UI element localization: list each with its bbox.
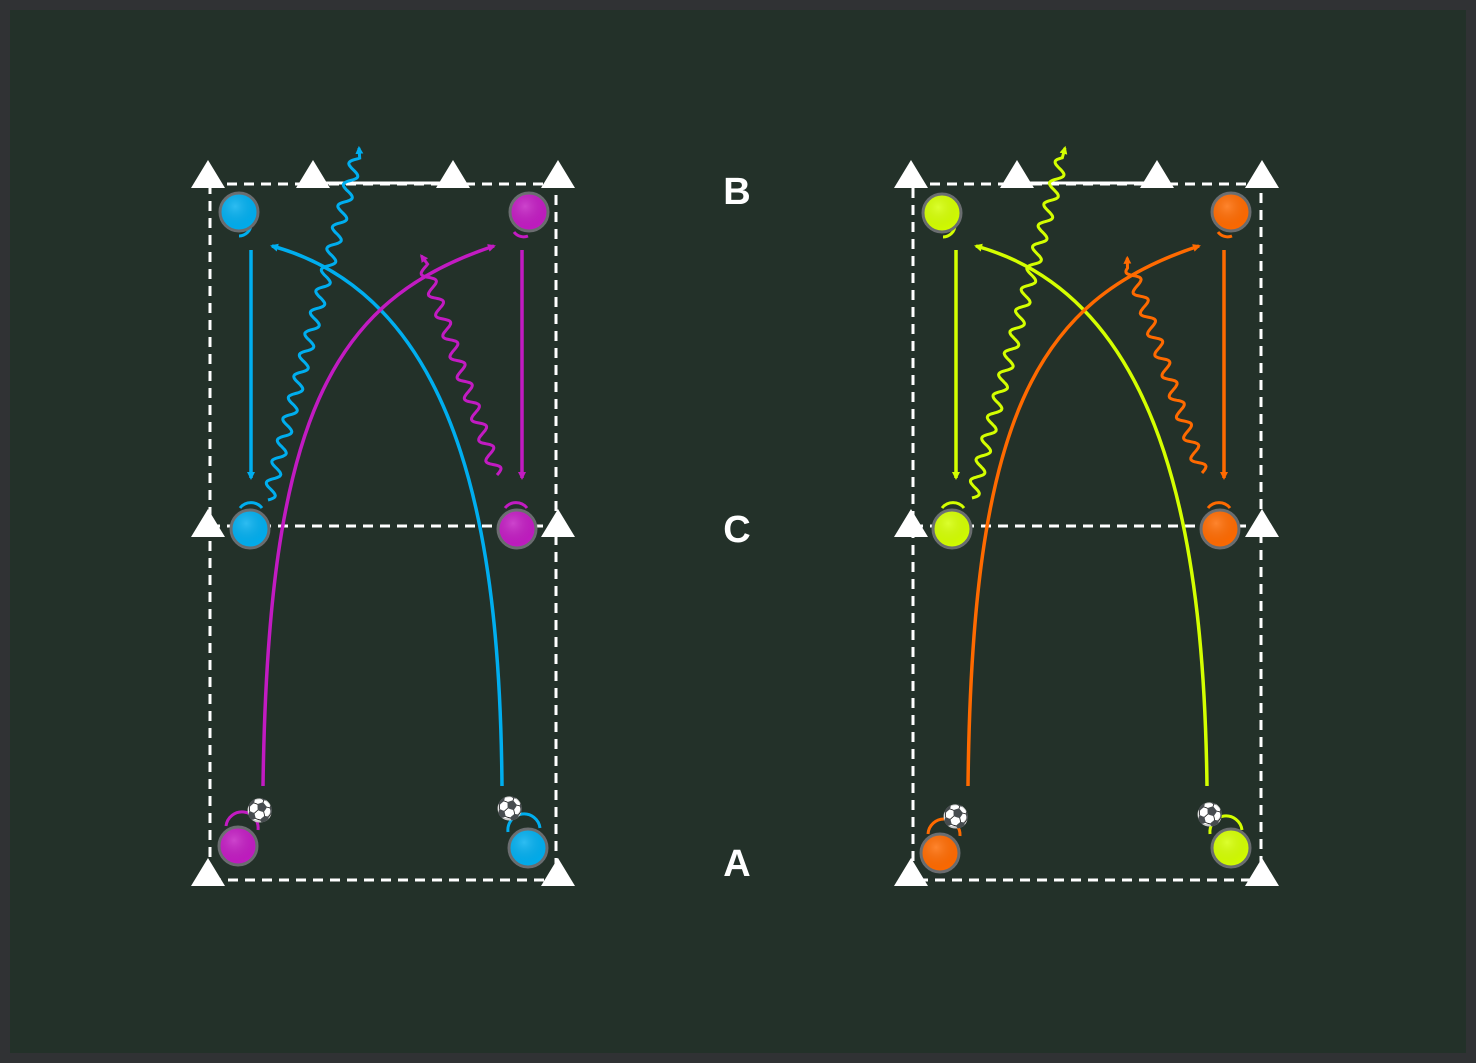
player-icon [1208,814,1252,869]
cone-icon [1245,858,1279,886]
cone-icon [894,858,928,886]
zone-label-a: A [723,843,750,885]
cone-icon [1245,509,1279,537]
cone-icon [191,160,225,188]
lime-pass-arrow [974,243,1209,787]
left-drill: ⚽ ⚽ [191,145,575,886]
magenta-pass-arrow [261,244,496,787]
cyan-dribble-arrow [264,145,364,502]
cone-icon [1245,160,1279,188]
player-icon [217,810,260,867]
cone-icon [894,509,928,537]
player-icon [919,817,962,874]
cone-icon [191,858,225,886]
zone-label-c: C [723,509,750,551]
player-icon [1210,191,1252,239]
cone-icon [1140,160,1174,188]
left-cones [191,160,575,886]
cyan-pass-arrow [270,243,504,787]
cone-icon [1000,160,1034,188]
player-icon [921,192,963,239]
player-icon [506,812,549,869]
zone-label-b: B [723,171,750,213]
cone-icon [541,160,575,188]
cone-icon [541,858,575,886]
cone-icon [296,160,330,188]
right-cones [894,160,1279,886]
cone-icon [191,509,225,537]
cone-icon [541,509,575,537]
player-icon [229,501,271,550]
right-drill: ⚽ ⚽ [894,145,1279,886]
lime-dribble-arrow [968,145,1068,500]
soccer-ball-icon: ⚽ [941,804,969,830]
player-icon [508,191,550,239]
orange-dribble-arrow [1123,255,1208,474]
soccer-ball-icon: ⚽ [1195,802,1223,828]
soccer-ball-icon: ⚽ [245,798,273,824]
player-icon [931,501,973,550]
player-icon [496,501,538,550]
player-icon [1199,501,1241,550]
magenta-dribble-arrow [419,254,503,476]
cone-icon [894,160,928,188]
orange-pass-arrow [966,244,1201,787]
player-icon [218,191,260,238]
cone-icon [436,160,470,188]
soccer-ball-icon: ⚽ [495,796,523,822]
